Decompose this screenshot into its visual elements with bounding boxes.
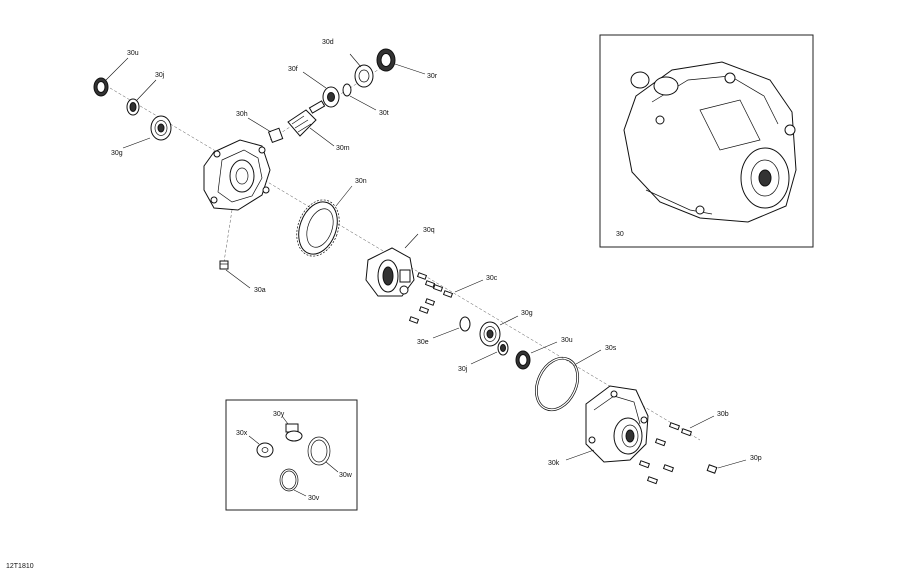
label-30c: 30c bbox=[486, 275, 498, 282]
label-30h: 30h bbox=[236, 111, 248, 118]
label-30j-mid: 30j bbox=[458, 366, 468, 373]
label-30q: 30q bbox=[423, 227, 435, 234]
assembly-axis-drain bbox=[223, 209, 233, 263]
label-30m: 30m bbox=[336, 145, 350, 152]
label-30d: 30d bbox=[322, 39, 334, 46]
part-30b-bolts bbox=[638, 422, 693, 485]
label-30g-mid: 30g bbox=[521, 310, 533, 317]
part-30t-shim bbox=[342, 83, 352, 97]
part-30x-washer bbox=[256, 442, 274, 458]
label-30r: 30r bbox=[427, 73, 438, 80]
inset-frame-service-parts bbox=[225, 399, 358, 511]
assembly-axis-main bbox=[109, 87, 701, 441]
part-30a-plug bbox=[219, 260, 229, 270]
part-30k-rear-housing bbox=[585, 385, 649, 463]
label-30b: 30b bbox=[717, 411, 729, 418]
part-30q-differential bbox=[365, 247, 415, 297]
part-30v-seal-ring bbox=[279, 468, 299, 492]
label-30u-mid: 30u bbox=[561, 337, 573, 344]
part-30r-seal bbox=[376, 48, 396, 72]
part-30d-bearing bbox=[354, 64, 374, 88]
part-30y-bolt bbox=[285, 423, 303, 442]
part-30n-ring-gear bbox=[296, 199, 340, 257]
part-30e-ring bbox=[459, 316, 471, 332]
part-30g-bearing-mid bbox=[479, 321, 501, 347]
diagram-code: 12T1810 bbox=[6, 563, 34, 570]
label-30j-top: 30j bbox=[155, 72, 165, 79]
part-30w-seal-ring bbox=[307, 436, 331, 466]
label-30k: 30k bbox=[548, 460, 560, 467]
label-30-inset: 30 bbox=[616, 231, 624, 238]
part-30j-ring bbox=[126, 98, 140, 116]
part-30f-bearing bbox=[322, 86, 340, 108]
part-30g-bearing bbox=[150, 115, 172, 141]
inset-assembled-unit bbox=[623, 61, 797, 223]
label-30p: 30p bbox=[750, 455, 762, 462]
label-30v: 30v bbox=[308, 495, 320, 502]
label-30g-top: 30g bbox=[111, 150, 123, 157]
part-30u-seal bbox=[93, 77, 109, 97]
part-30s-o-ring bbox=[535, 356, 579, 412]
part-30m-pinion bbox=[287, 100, 326, 137]
leader-lines bbox=[105, 53, 747, 497]
label-30n: 30n bbox=[355, 178, 367, 185]
part-30j-ring-mid bbox=[497, 340, 509, 356]
part-30c-bolts bbox=[408, 272, 454, 324]
label-30t: 30t bbox=[379, 110, 389, 117]
part-30p-plug bbox=[706, 464, 718, 474]
label-30w: 30w bbox=[339, 472, 353, 479]
part-30u-seal-mid bbox=[515, 350, 531, 370]
label-30u-top: 30u bbox=[127, 50, 139, 57]
front-housing bbox=[203, 139, 271, 211]
label-30f: 30f bbox=[288, 66, 298, 73]
label-30s: 30s bbox=[605, 345, 617, 352]
part-30h-spacer bbox=[267, 127, 284, 143]
label-30x: 30x bbox=[236, 430, 248, 437]
label-30a: 30a bbox=[254, 287, 266, 294]
label-30y: 30y bbox=[273, 411, 285, 418]
label-30e: 30e bbox=[417, 339, 429, 346]
